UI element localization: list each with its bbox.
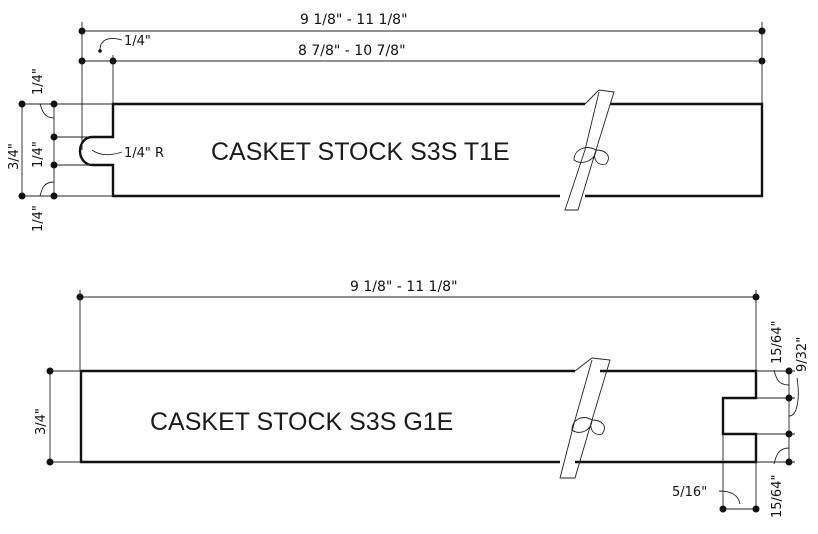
g1e-bottom-leader (773, 447, 790, 465)
t1e-offset-leader-tip (98, 49, 102, 53)
t1e-face-dim: 8 7/8" - 10 7/8" (298, 43, 406, 59)
profile-t1e: CASKET STOCK S3S T1E 9 1/8" - 11 1/8" 8 … (7, 12, 766, 232)
g1e-dim-dot (785, 367, 793, 375)
t1e-offset-leader (99, 38, 123, 51)
g1e-top-dim: 15/64" (770, 321, 785, 364)
t1e-top-dim: 1/4" (31, 68, 46, 95)
t1e-overall-dim: 9 1/8" - 11 1/8" (300, 12, 408, 28)
t1e-dim-dot (50, 192, 58, 200)
g1e-dim-dot (785, 394, 793, 402)
g1e-groove-leader (788, 377, 799, 417)
t1e-dim-dot (18, 100, 26, 108)
t1e-board-outline-left (78, 102, 585, 198)
g1e-break-line (559, 357, 611, 479)
g1e-dim-dot (785, 430, 793, 438)
t1e-radius-leader (91, 149, 123, 156)
t1e-board-outline-right (585, 102, 764, 198)
g1e-groove-dim: 9/32" (795, 337, 810, 372)
t1e-dim-dot (18, 192, 26, 200)
t1e-radius-dim: 1/4" R (124, 146, 164, 161)
t1e-dim-dot (50, 161, 58, 169)
g1e-dim-dot (719, 505, 727, 513)
t1e-middle-dim: 1/4" (31, 141, 46, 168)
g1e-dim-dot (752, 505, 760, 513)
t1e-bottom-dim: 1/4" (31, 205, 46, 232)
t1e-break-line (564, 89, 615, 211)
g1e-board-outline-left (79, 369, 575, 464)
t1e-thickness-dim: 3/4" (7, 143, 22, 170)
t1e-top-leader (39, 103, 55, 119)
g1e-dim-dot (46, 367, 54, 375)
g1e-bottom-dim: 15/64" (770, 475, 785, 518)
t1e-dim-dot (50, 133, 58, 141)
g1e-title: CASKET STOCK S3S G1E (150, 408, 453, 436)
g1e-overall-dim: 9 1/8" - 11 1/8" (350, 279, 458, 295)
t1e-bottom-leader (39, 181, 55, 197)
g1e-depth-leader (718, 490, 741, 505)
profile-g1e: CASKET STOCK S3S G1E 9 1/8" - 11 1/8" 3/… (34, 279, 810, 518)
g1e-depth-dim: 5/16" (672, 485, 707, 500)
g1e-dim-dot (785, 458, 793, 466)
t1e-offset-dim: 1/4" (124, 34, 151, 49)
g1e-top-leader (773, 369, 790, 386)
g1e-dim-dot (46, 458, 54, 466)
g1e-thickness-dim: 3/4" (34, 408, 49, 435)
t1e-title: CASKET STOCK S3S T1E (211, 138, 510, 166)
t1e-dim-dot (50, 100, 58, 108)
g1e-board-outline-right (575, 369, 758, 464)
